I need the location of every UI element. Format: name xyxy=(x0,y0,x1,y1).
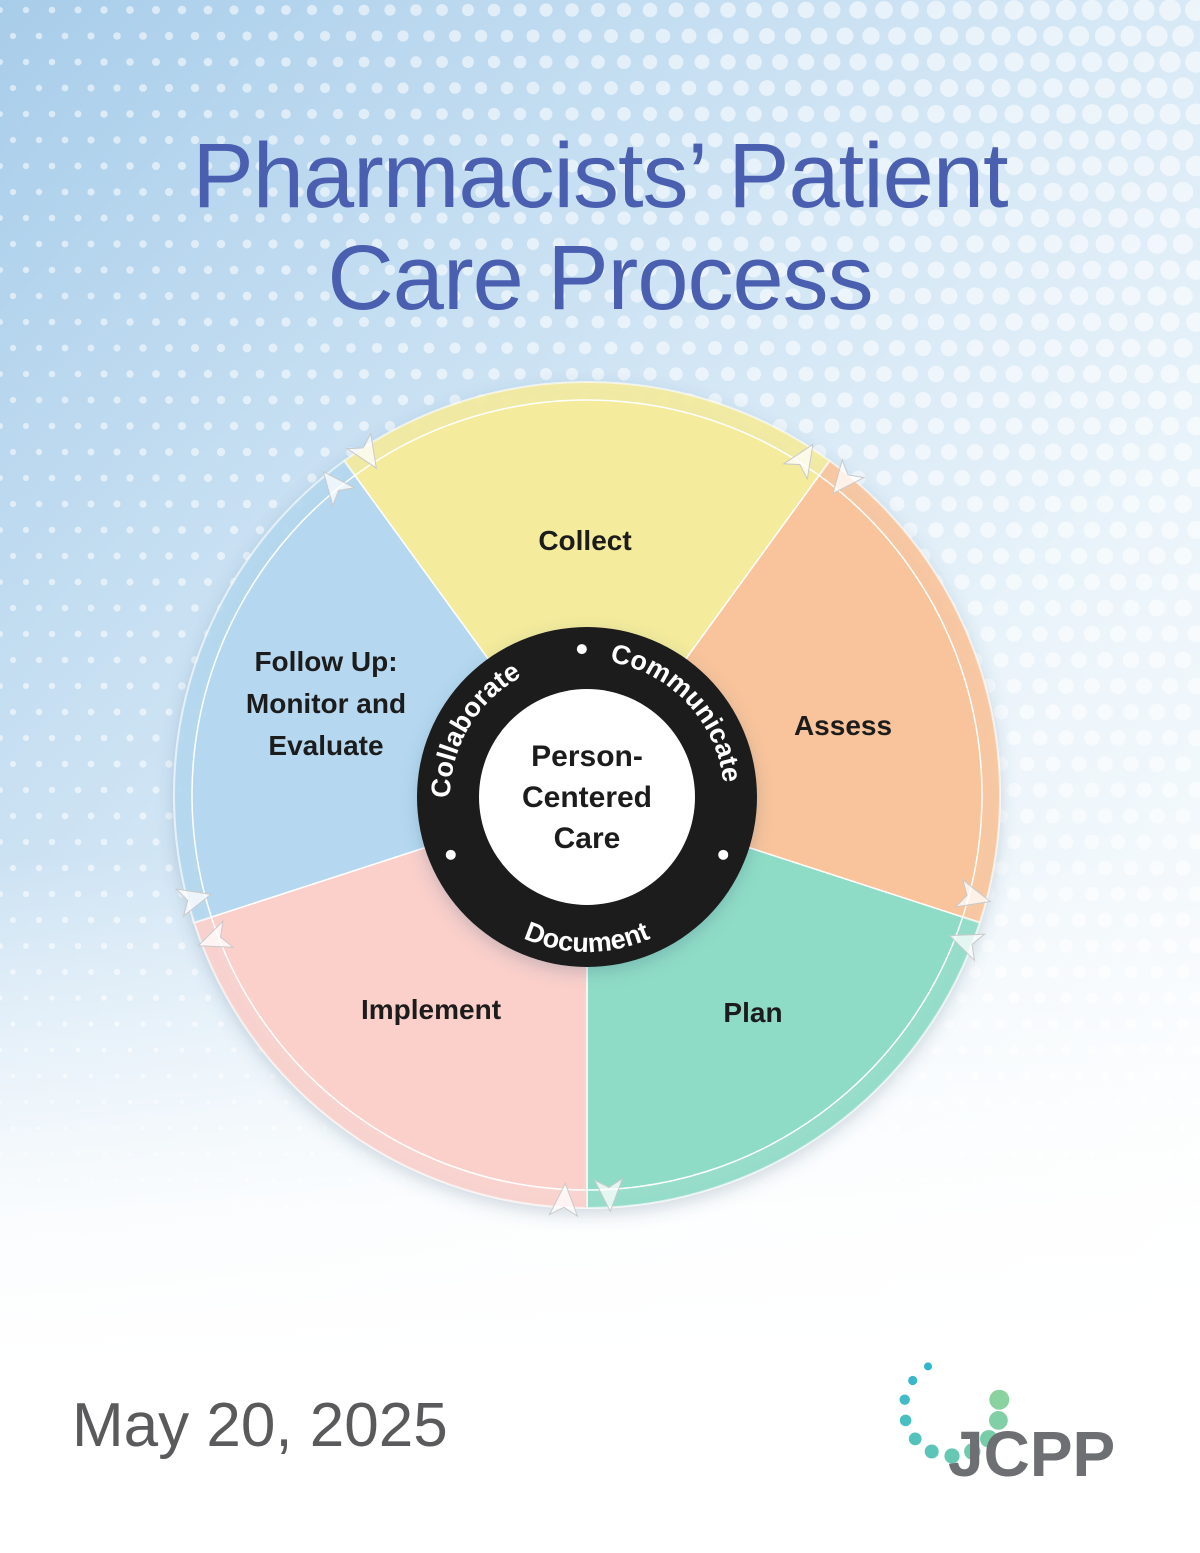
logo-dot xyxy=(908,1375,918,1386)
cycle-arrow-icon xyxy=(593,1177,624,1213)
logo-dot xyxy=(989,1389,1010,1410)
segment-label-plan: Plan xyxy=(723,997,782,1028)
logo-dot xyxy=(924,1444,939,1459)
logo-dot xyxy=(924,1362,932,1371)
cycle-arrow-icon xyxy=(197,919,235,948)
center-hub: CollaborateCommunicateDocumentPerson-Cen… xyxy=(417,627,757,967)
ring-separator-dot xyxy=(718,849,729,860)
segment-label-follow-up: Follow Up: xyxy=(254,646,397,677)
logo-dot xyxy=(899,1414,912,1427)
segment-label-follow-up: Evaluate xyxy=(268,730,383,761)
cycle-arrow-icon xyxy=(832,458,866,495)
center-circle xyxy=(479,689,695,905)
page-title-line-1: Pharmacists’ Patient xyxy=(192,125,1008,227)
cycle-arrow-icon xyxy=(954,878,992,908)
segment-label-follow-up: Monitor and xyxy=(246,688,406,719)
jcpp-logo: JCPP xyxy=(899,1362,1115,1490)
cycle-arrows xyxy=(174,431,992,1218)
page-title-line-2: Care Process xyxy=(327,227,873,329)
logo-dot xyxy=(980,1430,998,1448)
logo-dot xyxy=(964,1443,981,1460)
center-label: Person- xyxy=(531,740,643,773)
segment-label-collect: Collect xyxy=(538,525,631,556)
logo-dot xyxy=(989,1411,1008,1430)
cycle-arrow-icon xyxy=(948,933,987,962)
segment-label-assess: Assess xyxy=(794,710,892,741)
cycle-arrow-icon xyxy=(345,431,377,470)
cycle-arrow-icon xyxy=(782,443,814,481)
cycle-arrow-icon xyxy=(322,470,357,508)
ring-separator-dot xyxy=(445,849,456,860)
publication-date: May 20, 2025 xyxy=(72,1391,448,1460)
logo-dot xyxy=(944,1448,960,1464)
center-label: Centered xyxy=(522,781,652,814)
segment-label-implement: Implement xyxy=(361,994,501,1025)
center-label: Care xyxy=(554,822,621,855)
cycle-arrow-icon xyxy=(548,1182,579,1218)
logo-wordmark: JCPP xyxy=(948,1418,1115,1490)
segment-collect xyxy=(353,399,821,797)
logo-dot xyxy=(899,1394,910,1405)
cycle-arrow-icon xyxy=(174,888,213,918)
ring-separator-dot xyxy=(576,644,587,655)
logo-dot xyxy=(908,1432,922,1446)
